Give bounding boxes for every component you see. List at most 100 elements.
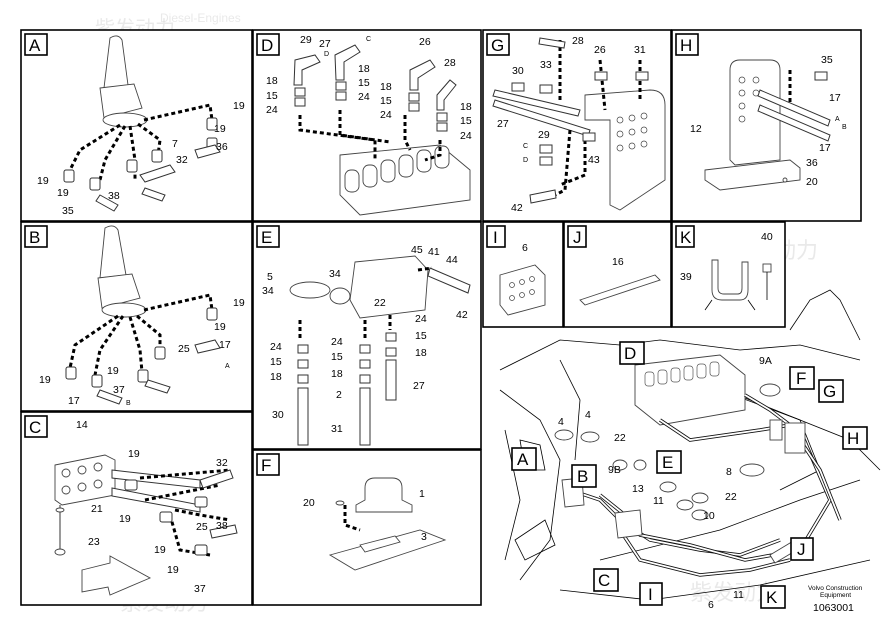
panel-d: D 29 27 D C 26 28 18 15 24 18: [252, 29, 482, 222]
callout-d-15: 24: [380, 109, 392, 121]
callout-e-18: 24: [415, 313, 427, 325]
callout-d-1: 29: [300, 34, 312, 46]
callout-c-2: 19: [128, 448, 140, 460]
callout-e-6: 41: [428, 246, 440, 258]
callout-c-10: 19: [167, 564, 179, 576]
callout-d-17: 15: [460, 115, 472, 127]
callout-b-8: 37: [113, 384, 125, 396]
overview-tag-f: F: [796, 369, 806, 388]
callout-d-10: 18: [358, 63, 370, 75]
callout-b-2: 19: [214, 321, 226, 333]
callout-ov-5: 9A: [759, 355, 772, 367]
callout-ov-6: 8: [726, 466, 732, 478]
watermark-text: Diesel-Engines: [160, 11, 241, 25]
callout-g-7: 29: [538, 129, 550, 141]
panel-f: F 20 1 3: [252, 449, 482, 606]
callout-d-2: 27: [319, 38, 331, 50]
overview-tag-i: I: [648, 585, 653, 604]
callout-d-11: 15: [358, 77, 370, 89]
callout-d-12: 24: [358, 91, 370, 103]
panel-label-d: D: [261, 36, 273, 55]
panel-c: C 14 19 32 21 19 25 38 23 19 19 37: [20, 411, 253, 606]
callout-ov-12: 11: [733, 589, 744, 601]
callout-c-8: 23: [88, 536, 100, 548]
callout-b-5: A: [225, 363, 230, 370]
callout-d-8: 15: [266, 90, 278, 102]
panel-e: E 5 34 34 22 45 41 44 42 24 15 18 30 24 …: [252, 221, 482, 450]
callout-d-3: D: [324, 51, 329, 58]
callout-d-7: 18: [266, 75, 278, 87]
callout-ov-11: 6: [708, 599, 714, 611]
callout-g-2: 26: [594, 44, 606, 56]
company-name-line2: Equipment: [820, 592, 851, 599]
callout-j-1: 16: [612, 256, 624, 268]
callout-e-19: 15: [415, 330, 427, 342]
callout-a-9: 35: [62, 205, 74, 217]
callout-e-21: 27: [413, 380, 425, 392]
panel-k: K 40 39: [671, 221, 786, 328]
callout-h-1: 35: [821, 54, 833, 66]
callout-ov-1: 4: [558, 416, 564, 428]
panel-label-j: J: [573, 228, 582, 247]
machine-overview: 4 4 22 9B 9A 8 13 11 10 22 6 11 A B C D …: [499, 289, 881, 614]
callout-h-4: B: [842, 124, 847, 131]
overview-tag-g: G: [823, 382, 836, 401]
callout-c-9: 19: [154, 544, 166, 556]
callout-d-9: 24: [266, 104, 278, 116]
panel-h: H 35 17 A B 12 17 36 20: [671, 29, 862, 222]
overview-tag-h: H: [847, 429, 859, 448]
callout-c-3: 32: [216, 457, 228, 469]
callout-c-4: 21: [91, 503, 103, 515]
callout-e-20: 18: [415, 347, 427, 359]
overview-tag-b: B: [577, 467, 588, 486]
callout-b-4: 17: [219, 339, 231, 351]
callout-c-6: 25: [196, 521, 208, 533]
callout-e-12: 30: [272, 409, 284, 421]
callout-h-3: A: [835, 116, 840, 123]
callout-e-8: 42: [456, 309, 468, 321]
callout-i-1: 6: [522, 242, 528, 254]
callout-a-4: 36: [216, 141, 228, 153]
callout-g-5: 33: [540, 59, 552, 71]
callout-a-3: 7: [172, 138, 178, 150]
callout-a-7: 19: [57, 187, 69, 199]
company-name-line1: Volvo Construction: [808, 585, 863, 592]
callout-d-14: 15: [380, 95, 392, 107]
callout-e-17: 31: [331, 423, 343, 435]
callout-h-6: 17: [819, 142, 831, 154]
panel-a: A 19 19 7 36 32 19 19 38 35: [20, 29, 253, 222]
callout-e-1: 5: [267, 271, 273, 283]
callout-f-2: 1: [419, 488, 425, 500]
callout-c-5: 19: [119, 513, 131, 525]
callout-ov-10: 22: [725, 491, 737, 503]
callout-e-9: 24: [270, 341, 282, 353]
callout-e-3: 34: [329, 268, 341, 280]
callout-g-8: C: [523, 143, 528, 150]
callout-h-2: 17: [829, 92, 841, 104]
callout-a-6: 19: [37, 175, 49, 187]
overview-tag-d: D: [624, 344, 636, 363]
panel-label-k: K: [680, 228, 692, 247]
panel-i: I 6: [482, 221, 564, 328]
callout-d-16: 18: [460, 101, 472, 113]
callout-ov-7: 13: [632, 483, 644, 495]
callout-g-6: 27: [497, 118, 509, 130]
callout-b-9: 17: [68, 395, 80, 407]
callout-d-13: 18: [380, 81, 392, 93]
callout-ov-9: 10: [703, 510, 715, 522]
callout-e-13: 24: [331, 336, 343, 348]
callout-e-2: 34: [262, 285, 274, 297]
callout-f-3: 3: [421, 531, 427, 543]
callout-d-4: C: [366, 36, 371, 43]
callout-b-7: 19: [107, 365, 119, 377]
callout-g-3: 31: [634, 44, 646, 56]
callout-g-4: 30: [512, 65, 524, 77]
callout-d-5: 26: [419, 36, 431, 48]
callout-ov-4: 9B: [608, 464, 621, 476]
callout-h-7: 36: [806, 157, 818, 169]
callout-g-1: 28: [572, 35, 584, 47]
overview-tag-j: J: [797, 540, 806, 559]
callout-a-8: 38: [108, 190, 120, 202]
